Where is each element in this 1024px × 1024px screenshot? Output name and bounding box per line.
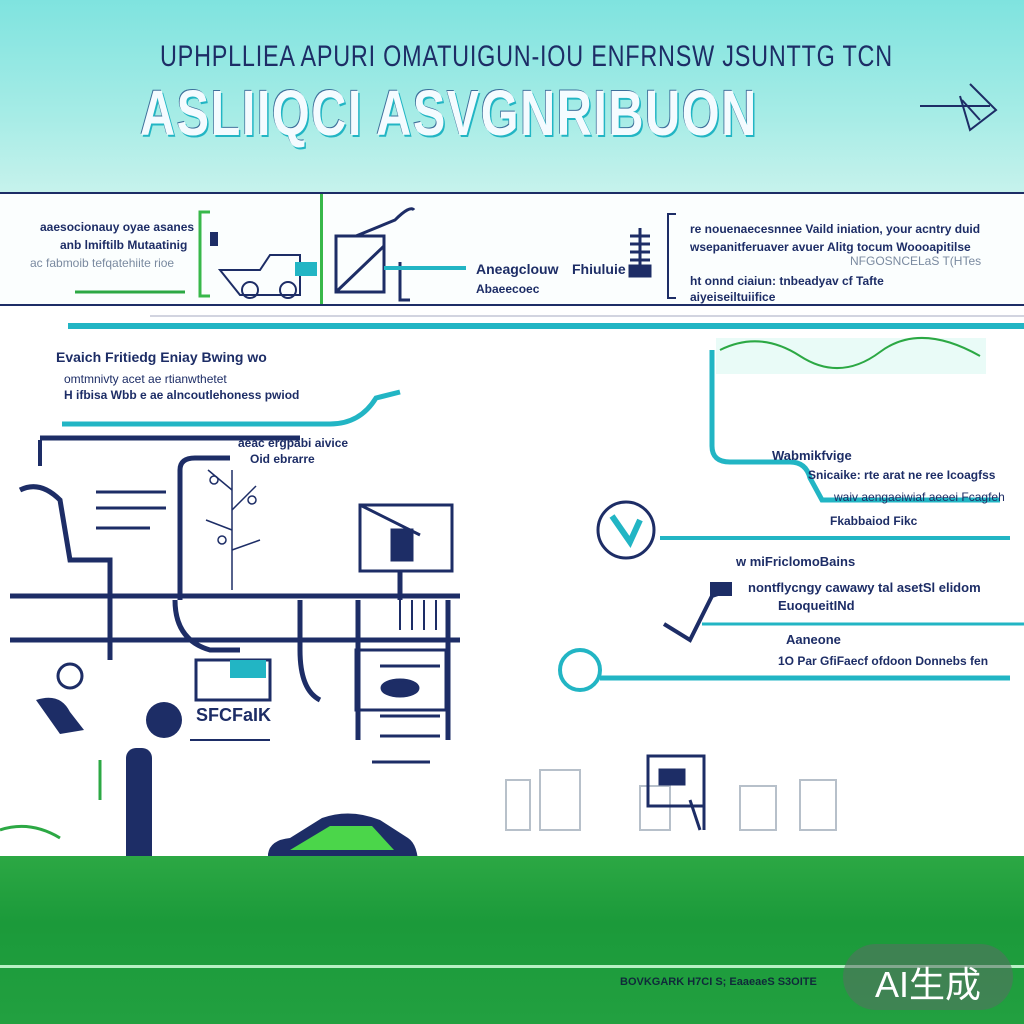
panel3-right: NFGOSNCELaS T(HTes bbox=[850, 254, 982, 268]
crane-icon bbox=[334, 207, 416, 302]
right-label: Fkabbaiod Fikc bbox=[830, 514, 918, 528]
panel3-line: re nouenaecesnnee Vaild iniation, your a… bbox=[690, 222, 981, 236]
left-label: aeac ergpabi aivice bbox=[238, 436, 349, 450]
panel-divider bbox=[320, 194, 323, 304]
marker-icon bbox=[210, 232, 218, 246]
right-label: Snicaike: rte arat ne ree Icoagfss bbox=[808, 468, 996, 482]
stencil-label: SFCFaIK bbox=[196, 705, 272, 725]
ground-line bbox=[0, 965, 1024, 968]
machine-unit-icon bbox=[194, 648, 448, 712]
worker-figure-icon bbox=[36, 662, 182, 878]
right-label: EuoqueitINd bbox=[778, 598, 855, 613]
panel1-line: aaesocionauy oyae asanes bbox=[40, 220, 195, 234]
panel1-line: anb lmiftilb Mutaatinig bbox=[60, 238, 188, 252]
header-title: ASLIIQCI ASVGNRIBUON bbox=[140, 77, 758, 149]
right-label: waiv aengaeiwiaf aeeei Fcagfeh bbox=[834, 490, 1005, 504]
welding-arm-icon bbox=[662, 582, 732, 643]
right-label: w miFriclomoBains bbox=[736, 554, 856, 569]
coil-icon bbox=[628, 228, 652, 278]
pipeline bbox=[62, 389, 401, 427]
press-machine-icon bbox=[646, 754, 706, 831]
gauge-icon bbox=[596, 500, 656, 560]
right-label: 1O Par GfiFaecf ofdoon Donnebs fen bbox=[778, 654, 989, 668]
bracket-icon bbox=[667, 213, 676, 299]
info-band: aaesocionauy oyae asanes anb lmiftilb Mu… bbox=[0, 192, 1024, 306]
right-label: nontflycngy cawawy tal asetSl elidom bbox=[748, 580, 981, 595]
panel3-line: wsepanitferuaver avuer Alitg tocum Woooa… bbox=[690, 240, 971, 254]
panel2-label: Aneagclouw bbox=[476, 261, 559, 277]
left-line: H ifbisa Wbb e ae alncoutlehoness pwiod bbox=[64, 388, 300, 402]
header-banner: UPHPLLIEA APURI OMATUIGUN-IOU ENFRNSW JS… bbox=[0, 0, 1024, 192]
plane-icon bbox=[920, 83, 998, 132]
valve-grid-icon bbox=[399, 600, 437, 630]
pipeline bbox=[709, 350, 1000, 503]
grass-stroke bbox=[0, 760, 102, 840]
plant-silhouette bbox=[505, 769, 837, 831]
tractor-icon bbox=[217, 254, 317, 299]
factory-pipework bbox=[10, 435, 460, 740]
panel3-line: aiyeiseiltuiifice bbox=[690, 290, 776, 304]
panel3-line: ht onnd ciaiun: tnbeadyav cf Tafte bbox=[690, 274, 884, 288]
left-line: omtmnivty acet ae rtianwthetet bbox=[64, 372, 227, 386]
ai-generated-label: AI生成 bbox=[874, 964, 981, 1005]
foliage-strip bbox=[716, 338, 986, 374]
header-subtitle: UPHPLLIEA APURI OMATUIGUN-IOU ENFRNSW JS… bbox=[160, 40, 893, 73]
tree-sketch bbox=[205, 469, 261, 590]
footer-text: BOVKGARK H7CI S; EaaeaeS S3OITE bbox=[620, 976, 817, 988]
bracket-icon bbox=[198, 210, 210, 298]
panel2-sub: Abaeecoec bbox=[476, 282, 540, 296]
foliage-stroke bbox=[719, 336, 981, 369]
left-heading: Evaich Fritiedg Eniay Bwing wo bbox=[56, 349, 267, 365]
control-panel-icon bbox=[358, 503, 454, 573]
right-label: Wabmikfvige bbox=[772, 448, 852, 463]
right-label: Aaneone bbox=[786, 632, 841, 647]
left-label: Oid ebrarre bbox=[250, 452, 315, 466]
panel2-label-2: Fhiuluie bbox=[572, 261, 626, 277]
ai-generated-badge: AI生成 bbox=[843, 944, 1013, 1010]
panel1-line: ac fabmoib tefqatehiite rioe bbox=[30, 256, 175, 270]
ring-gauge-icon bbox=[558, 648, 602, 692]
